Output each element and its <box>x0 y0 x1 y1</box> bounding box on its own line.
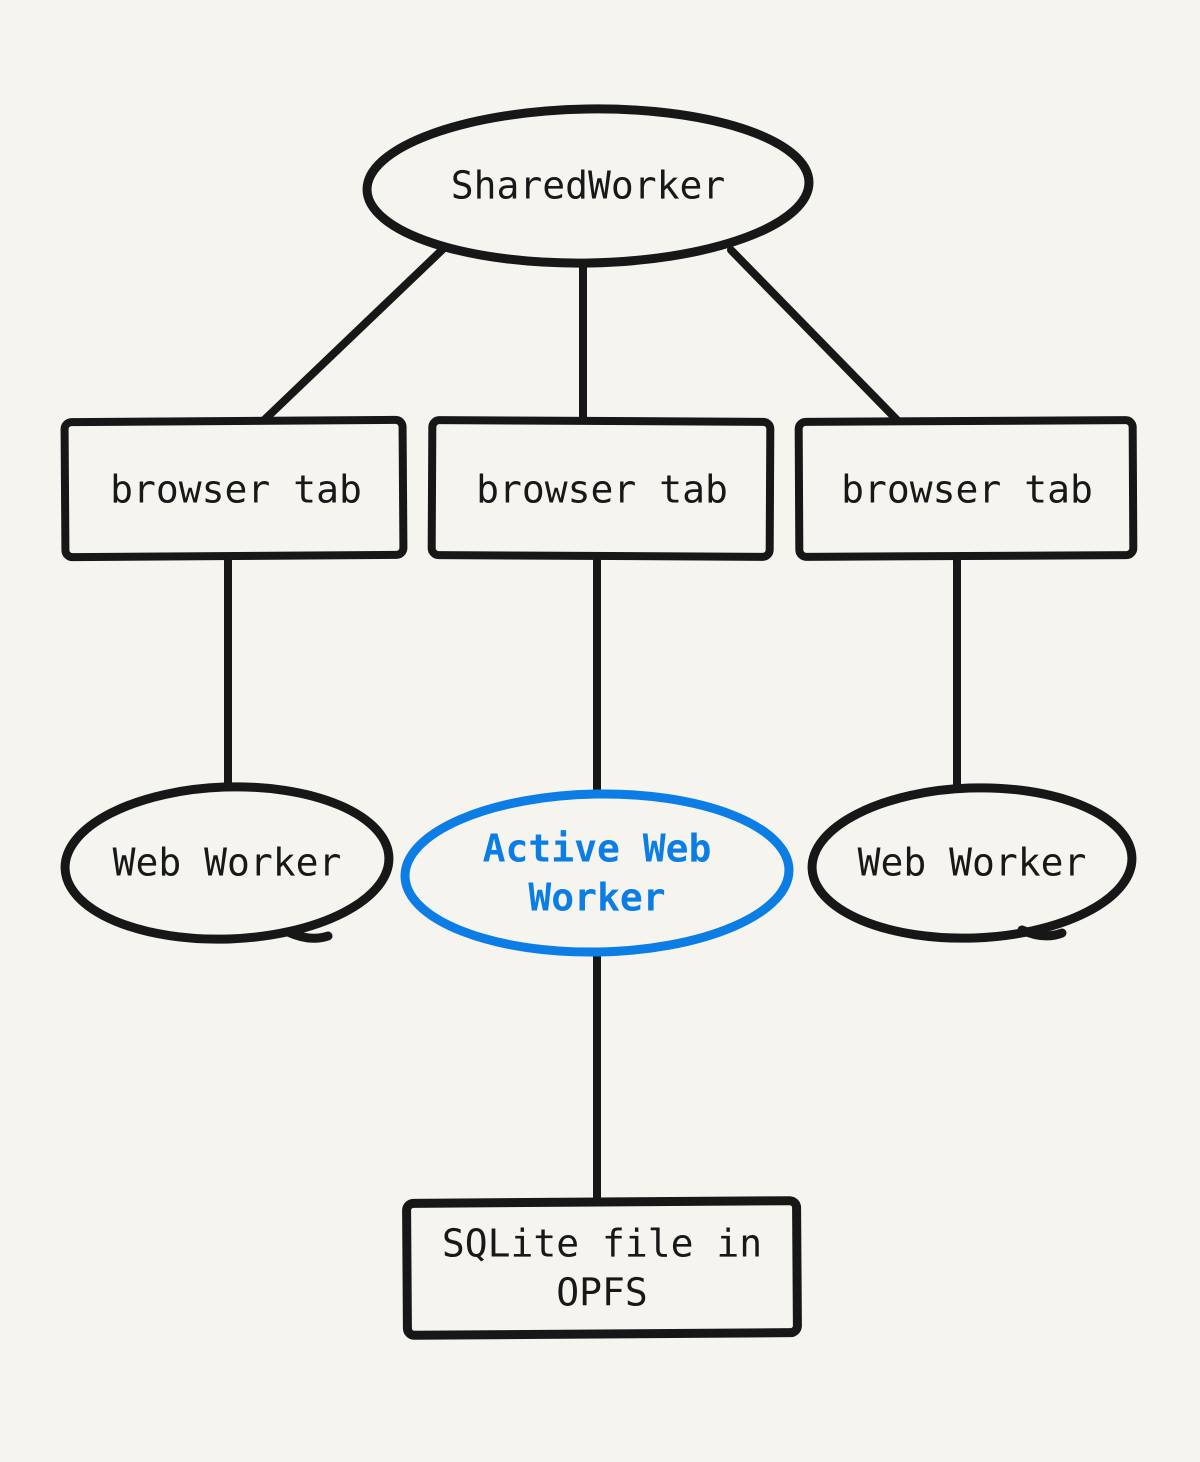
edge-group <box>224 245 961 1208</box>
web-worker-left-pen-tail <box>283 927 333 943</box>
active-web-worker-ellipse <box>400 789 794 957</box>
browser-tab-left-rect <box>60 415 408 562</box>
browser-tab-right-rect <box>794 416 1138 561</box>
shared-worker-ellipse <box>362 104 814 268</box>
active-web-worker-label: Active Web Worker <box>482 826 712 919</box>
edge-sharedworker-tab-left <box>256 245 447 428</box>
web-worker-right-pen-tail <box>1017 925 1067 941</box>
web-worker-right-ellipse <box>807 783 1137 943</box>
web-worker-right-label: Web Worker <box>857 840 1087 885</box>
web-worker-left-ellipse <box>60 782 394 944</box>
web-worker-left-label: Web Worker <box>112 840 342 885</box>
browser-tab-right-label: browser tab <box>841 467 1093 512</box>
browser-tab-center-rect <box>427 416 775 561</box>
browser-tab-left-label: browser tab <box>110 467 362 512</box>
sqlite-file-label: SQLite file in OPFS <box>441 1221 763 1314</box>
sqlite-file-rect <box>402 1196 802 1340</box>
browser-tab-center-label: browser tab <box>476 467 728 512</box>
shared-worker-label: SharedWorker <box>450 163 726 208</box>
edge-sharedworker-tab-right <box>727 246 905 428</box>
